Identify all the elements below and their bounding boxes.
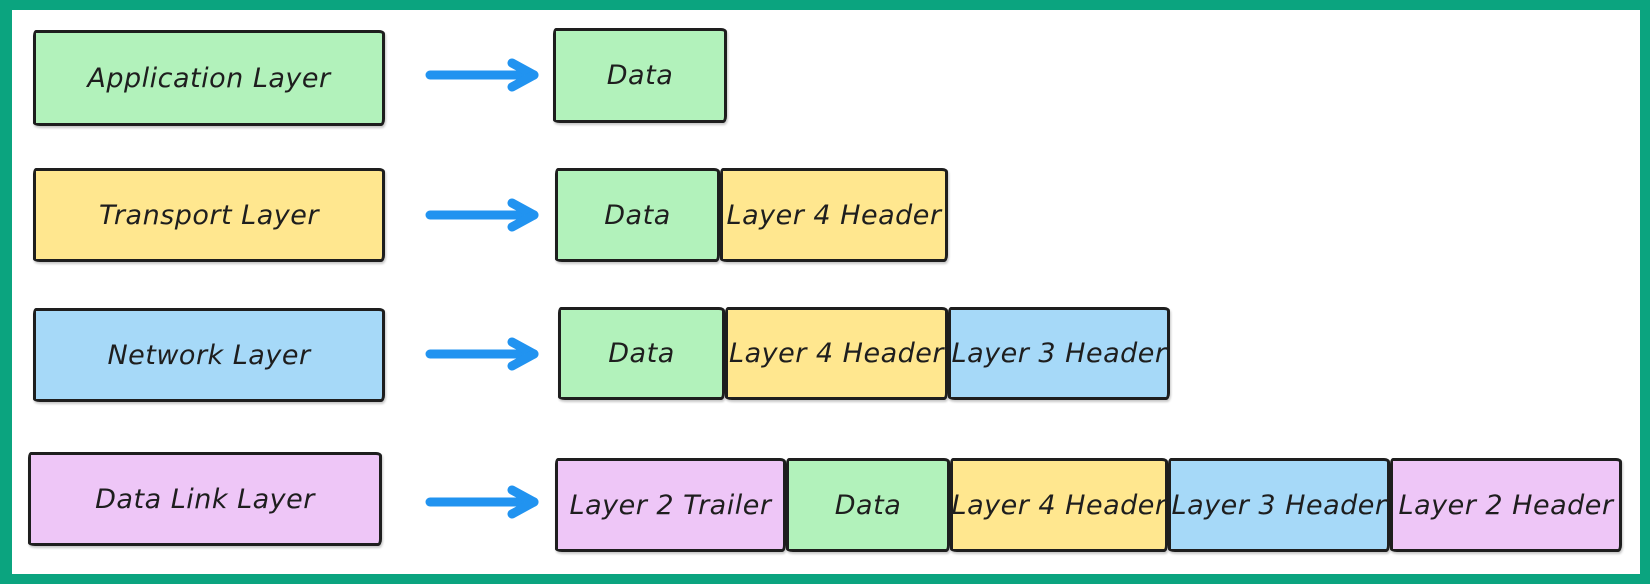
data-link-layer-box: Data Link Layer bbox=[28, 452, 382, 546]
segment-layer-4-header: Layer 4 Header bbox=[950, 458, 1168, 552]
segment-layer-4-header: Layer 4 Header bbox=[720, 168, 948, 262]
transport-layer-label: Transport Layer bbox=[99, 199, 319, 231]
transport-layer-box: Transport Layer bbox=[33, 168, 385, 262]
network-layer-label: Network Layer bbox=[107, 339, 311, 371]
segment-label: Layer 2 Trailer bbox=[569, 489, 772, 521]
segment-label: Layer 4 Header bbox=[729, 338, 944, 369]
segment-data: Data bbox=[786, 458, 950, 552]
arrow-right-icon bbox=[425, 198, 539, 232]
segment-label: Layer 4 Header bbox=[726, 199, 942, 231]
segment-label: Data bbox=[606, 60, 674, 91]
segment-layer-4-header: Layer 4 Header bbox=[725, 307, 948, 400]
segment-label: Layer 3 Header bbox=[951, 338, 1167, 369]
segment-label: Data bbox=[604, 199, 671, 231]
segment-label: Data bbox=[834, 489, 902, 521]
segment-label: Layer 3 Header bbox=[1171, 489, 1387, 521]
segment-label: Layer 4 Header bbox=[951, 489, 1167, 521]
segment-data: Data bbox=[558, 307, 725, 400]
segment-layer-2-trailer: Layer 2 Trailer bbox=[555, 458, 786, 552]
arrow-right-icon bbox=[425, 485, 539, 519]
segment-data: Data bbox=[555, 168, 720, 262]
application-layer-box: Application Layer bbox=[33, 30, 385, 126]
segment-layer-3-header: Layer 3 Header bbox=[1168, 458, 1390, 552]
network-layer-box: Network Layer bbox=[33, 308, 385, 402]
arrow-right-icon bbox=[425, 58, 539, 92]
application-layer-label: Application Layer bbox=[87, 62, 331, 94]
data-link-layer-label: Data Link Layer bbox=[95, 483, 315, 515]
segment-label: Layer 2 Header bbox=[1398, 489, 1614, 521]
segment-layer-3-header: Layer 3 Header bbox=[948, 307, 1170, 400]
segment-label: Data bbox=[608, 338, 675, 369]
segment-layer-2-header: Layer 2 Header bbox=[1390, 458, 1622, 552]
segment-data: Data bbox=[553, 28, 727, 123]
arrow-right-icon bbox=[425, 337, 539, 371]
